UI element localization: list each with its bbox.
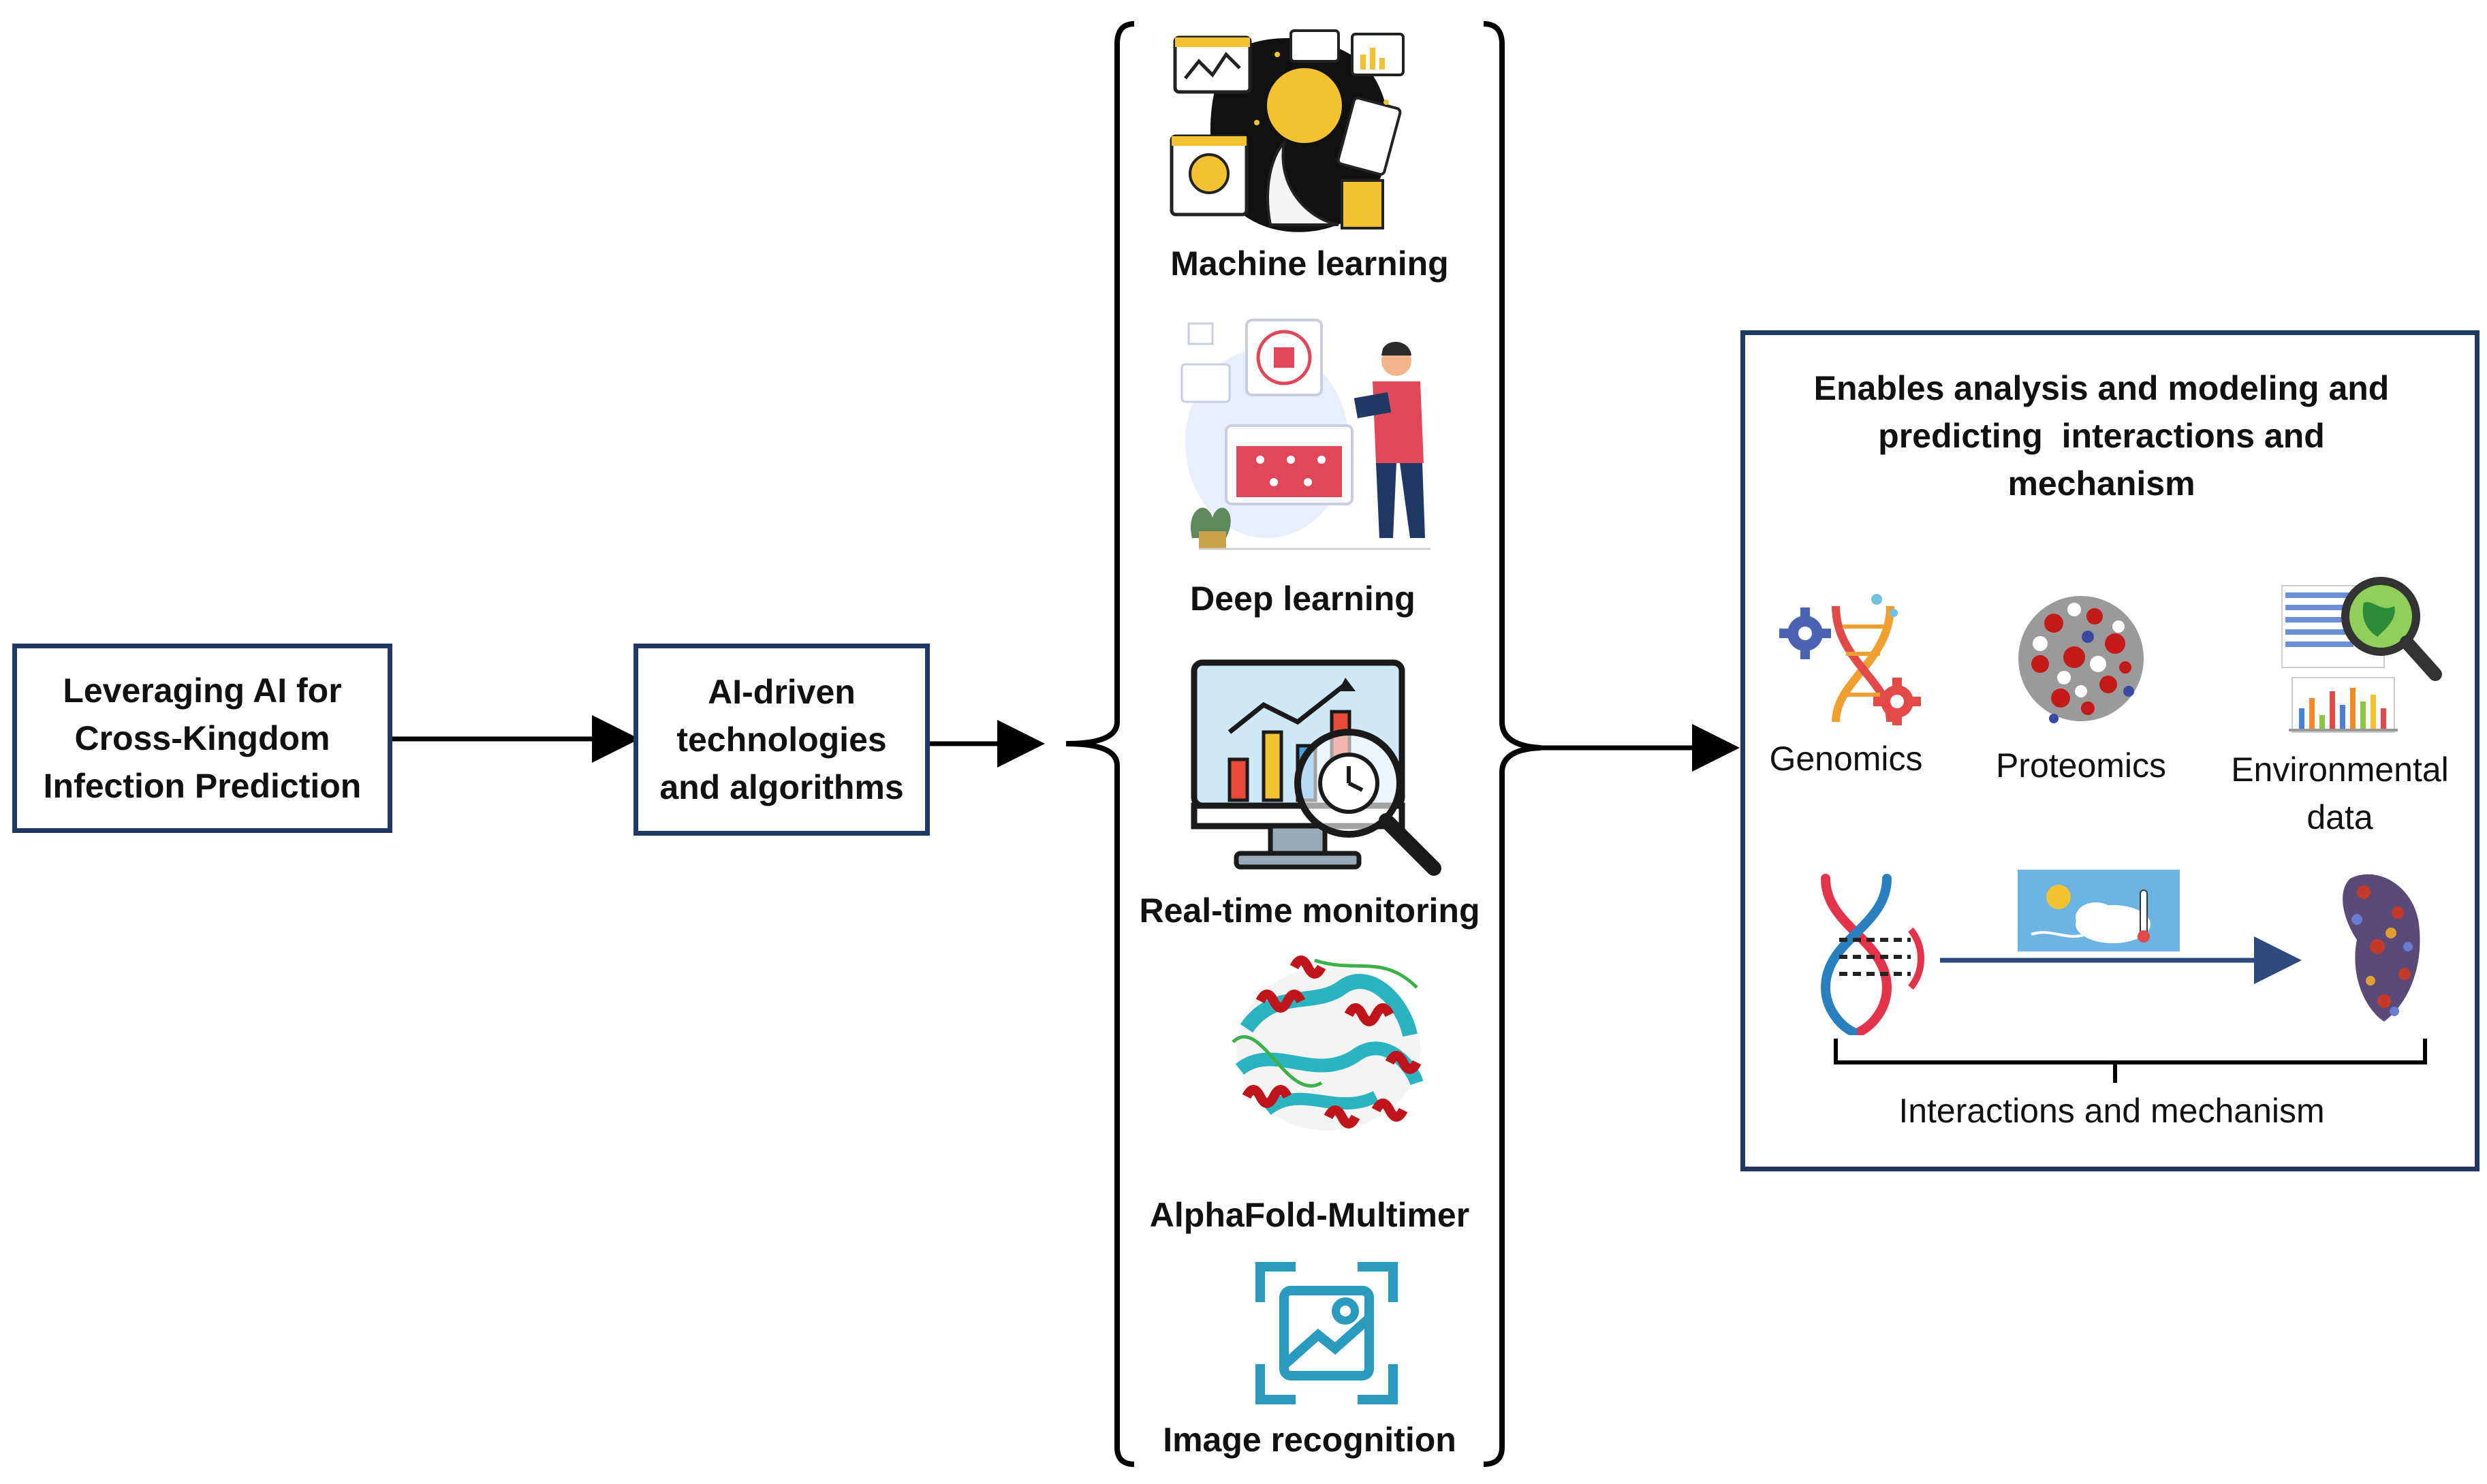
person-neural-network-icon <box>1180 319 1430 550</box>
dna-strand-icon <box>1820 874 1924 1035</box>
tech-label-real-time-monitoring: Real-time monitoring <box>1139 891 1480 930</box>
data-type-label-environmental: Environmental data <box>2200 746 2480 841</box>
robot-analytics-icon <box>1170 29 1405 232</box>
tech-label-machine-learning: Machine learning <box>1170 244 1449 283</box>
environmental-label-line2: data <box>2306 798 2373 836</box>
globe-magnifier-chart-icon <box>2281 577 2442 733</box>
right-title-line1: Enables analysis and modeling and <box>1813 369 2390 407</box>
image-scan-icon <box>1255 1262 1398 1404</box>
flow-bracket <box>1834 1039 2427 1083</box>
left-title-line3: Infection Prediction <box>43 767 362 805</box>
weather-climate-icon <box>2018 870 2180 951</box>
left-title-line2: Cross-Kingdom <box>74 719 330 757</box>
protein-complex-icon <box>2343 874 2420 1022</box>
data-type-label-genomics: Genomics <box>1769 740 1923 778</box>
ai-technologies-box: AI-driven technologies and algorithms <box>634 644 930 836</box>
left-curly-brace <box>1065 21 1135 1467</box>
tech-label-image-recognition: Image recognition <box>1163 1421 1456 1459</box>
left-title-line1: Leveraging AI for <box>63 672 342 710</box>
ai-box-line2: technologies <box>676 721 887 759</box>
tech-label-deep-learning: Deep learning <box>1190 580 1415 618</box>
left-title-box: Leveraging AI for Cross-Kingdom Infectio… <box>12 644 392 833</box>
flow-caption: Interactions and mechanism <box>1898 1092 2325 1130</box>
right-title-line3: mechanism <box>2007 464 2195 503</box>
environmental-label-line1: Environmental <box>2231 751 2449 789</box>
dna-gears-icon <box>1779 594 1921 725</box>
ai-box-line1: AI-driven <box>708 673 856 711</box>
right-analysis-panel <box>1740 330 2480 1171</box>
right-title-line2: predicting interactions and <box>1878 417 2325 455</box>
right-curly-brace <box>1483 21 1542 1467</box>
protein-sphere-icon <box>2018 596 2144 723</box>
ai-box-line3: and algorithms <box>659 768 904 806</box>
tech-label-alphafold-multimer: AlphaFold-Multimer <box>1149 1196 1470 1234</box>
right-panel-title: Enables analysis and modeling and predic… <box>1744 364 2459 507</box>
protein-ribbon-structure-icon <box>1232 956 1424 1131</box>
monitor-chart-magnifier-icon <box>1191 659 1441 876</box>
data-type-label-proteomics: Proteomics <box>1995 746 2167 785</box>
